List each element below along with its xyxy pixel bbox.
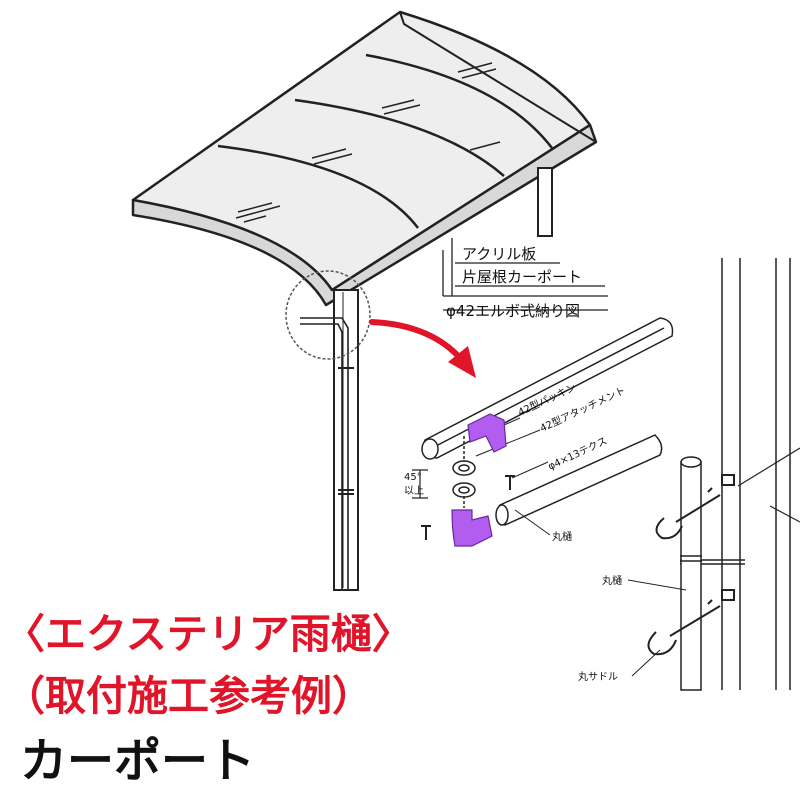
callout-leader	[442, 238, 608, 311]
roof-glare-marks	[235, 62, 501, 223]
back-post	[537, 167, 553, 237]
headline-product: カーポート	[20, 734, 255, 789]
headline-subtitle: （取付施工参考例）	[4, 672, 373, 720]
roof-panel-joint	[294, 98, 505, 177]
roof-panel-joint	[217, 144, 419, 229]
label-round-saddle: 丸サドル	[578, 670, 618, 683]
callout-arrow	[369, 319, 463, 361]
label-leader	[631, 649, 661, 677]
label-angle-value: 45°	[404, 472, 422, 483]
wall-leader-lines	[737, 447, 800, 523]
callout-carport-type: 片屋根カーポート	[462, 268, 582, 286]
carport-roof	[131, 10, 598, 307]
headline-title: 〈エクステリア雨樋〉	[4, 610, 413, 658]
round-saddle-upper	[655, 474, 735, 540]
screw-icon	[505, 475, 515, 490]
screw-icon	[421, 525, 431, 540]
label-angle-note: 以上	[404, 485, 424, 497]
front-post	[333, 289, 359, 591]
elbow-upper	[467, 413, 507, 453]
down-pipe	[300, 317, 354, 590]
carport-posts	[333, 167, 553, 591]
elbow-fittings	[451, 413, 507, 547]
callout-detail-title: φ42エルボ式納り図	[446, 302, 580, 320]
label-round-gutter: 丸樋	[552, 530, 572, 543]
label-leader	[627, 579, 687, 591]
elbow-lower	[451, 509, 493, 547]
callout-acrylic-plate: アクリル板	[462, 245, 536, 263]
roof-panel-joint	[365, 53, 553, 149]
callout-arrow-head	[448, 346, 476, 378]
roof-back-beam	[399, 11, 597, 143]
round-saddle-lower	[647, 589, 735, 656]
vertical-downpipe	[680, 456, 702, 691]
label-round-gutter-right: 丸樋	[602, 574, 622, 587]
detail-circle	[285, 270, 371, 360]
